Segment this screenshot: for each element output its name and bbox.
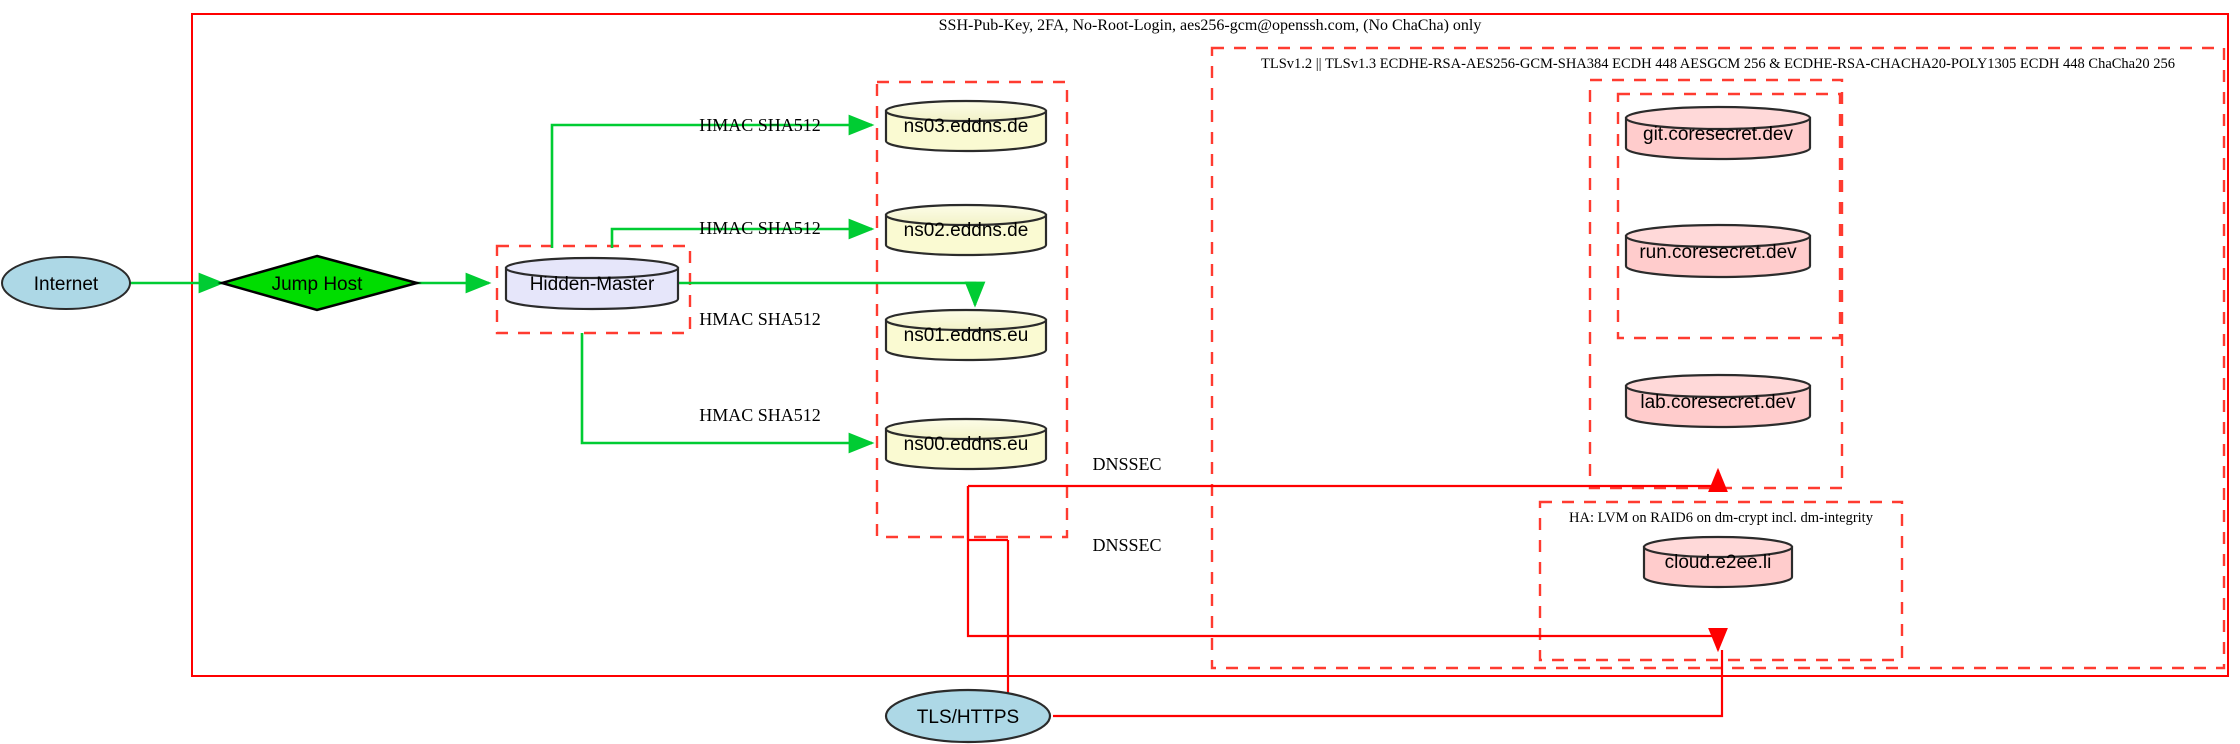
node-ns03[interactable]: ns03.eddns.de	[884, 99, 1048, 153]
node-ns00[interactable]: ns00.eddns.eu	[884, 417, 1048, 471]
node-lab-coresecret[interactable]: lab.coresecret.dev	[1624, 373, 1812, 429]
node-jump-host-label: Jump Host	[272, 274, 364, 295]
edge-label-hmac-ns01: HMAC SHA512	[699, 309, 821, 329]
node-internet-label: Internet	[34, 274, 99, 295]
node-jump-host[interactable]: Jump Host	[217, 254, 422, 312]
node-git-coresecret[interactable]: git.coresecret.dev	[1624, 105, 1812, 161]
tls-cipher-label: TLSv1.2 || TLSv1.3 ECDHE-RSA-AES256-GCM-…	[1261, 56, 2175, 72]
node-ns00-label: ns00.eddns.eu	[904, 434, 1029, 455]
edge-master-ns03	[550, 114, 875, 248]
edge-label-hmac-ns00: HMAC SHA512	[699, 405, 821, 425]
edge-label-hmac-ns03: HMAC SHA512	[699, 115, 821, 135]
node-tls-https-label: TLS/HTTPS	[917, 707, 1019, 728]
node-lab-coresecret-label: lab.coresecret.dev	[1640, 392, 1796, 413]
cluster-tls	[1210, 46, 2226, 670]
node-hidden-master[interactable]: Hidden-Master	[504, 256, 680, 311]
node-git-coresecret-label: git.coresecret.dev	[1643, 124, 1793, 145]
node-run-coresecret[interactable]: run.coresecret.dev	[1624, 223, 1812, 279]
cluster-coresecret-inner	[1616, 92, 1842, 340]
ssh-policy-label: SSH-Pub-Key, 2FA, No-Root-Login, aes256-…	[939, 17, 1482, 34]
edge-master-ns02	[610, 218, 875, 248]
node-ns02[interactable]: ns02.eddns.de	[884, 203, 1048, 257]
ha-storage-label: HA: LVM on RAID6 on dm-crypt incl. dm-in…	[1569, 510, 1874, 526]
node-run-coresecret-label: run.coresecret.dev	[1639, 242, 1797, 263]
edge-dnssec-lower-run	[966, 486, 1718, 638]
edge-label-hmac-ns02: HMAC SHA512	[699, 218, 821, 238]
node-ns01-label: ns01.eddns.eu	[904, 325, 1029, 346]
edge-master-ns01	[678, 281, 986, 308]
node-cloud-e2ee[interactable]: cloud.e2ee.li	[1642, 535, 1794, 589]
edge-tlshttps-to-cloud	[1053, 650, 1724, 718]
node-tls-https[interactable]: TLS/HTTPS	[884, 688, 1052, 744]
node-cloud-e2ee-label: cloud.e2ee.li	[1665, 552, 1772, 573]
node-ns03-label: ns03.eddns.de	[904, 116, 1029, 137]
cluster-dns-servers	[875, 80, 1069, 539]
edge-master-ns00	[580, 333, 875, 454]
cluster-hidden-master	[495, 244, 692, 335]
edge-label-dnssec-lower: DNSSEC	[1092, 535, 1161, 555]
outer-security-boundary	[191, 13, 2229, 677]
node-hidden-master-label: Hidden-Master	[530, 274, 655, 295]
node-ns01[interactable]: ns01.eddns.eu	[884, 308, 1048, 362]
node-ns02-label: ns02.eddns.de	[904, 220, 1029, 241]
cluster-ha	[1538, 500, 1904, 662]
edge-label-dnssec-upper: DNSSEC	[1092, 454, 1161, 474]
node-internet[interactable]: Internet	[1, 256, 131, 310]
